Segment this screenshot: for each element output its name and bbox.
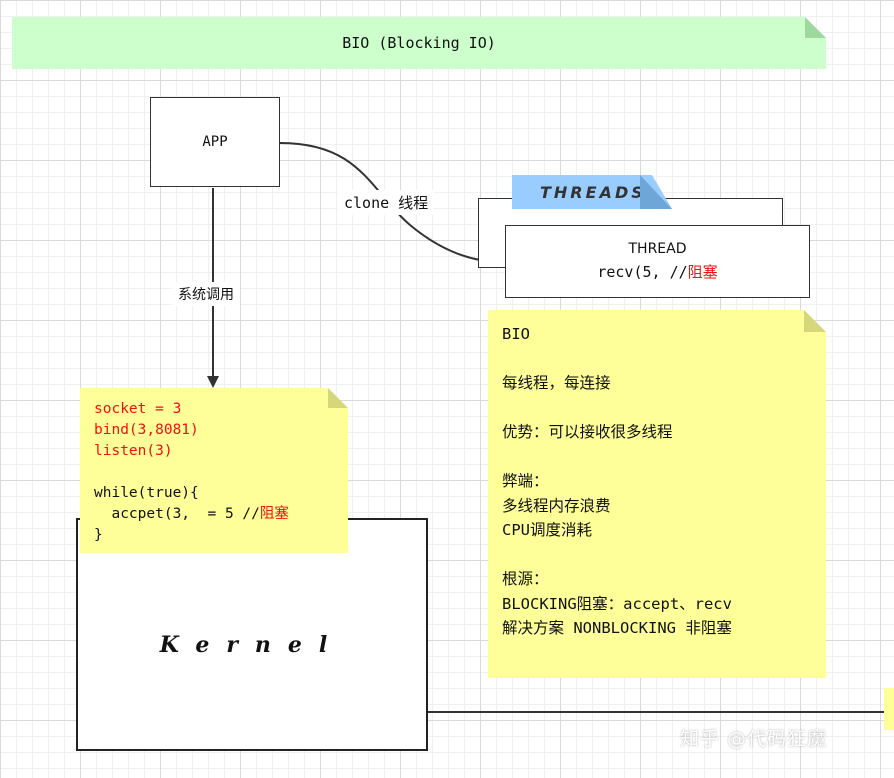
bio-line-root-title: 根源： (502, 570, 549, 588)
offscreen-note-edge (884, 688, 894, 730)
diagram-title: BIO (Blocking IO) (12, 17, 826, 69)
thread-code-text: recv(5, // (597, 263, 688, 281)
bio-line-blank: ​ (502, 347, 812, 372)
code-line-accept-text: accpet(3, = 5 // (94, 506, 260, 522)
thread-title: THREAD (628, 241, 687, 257)
clone-arrow (279, 142, 504, 268)
kernel-label: Kernel (159, 631, 345, 658)
thread-box[interactable]: THREAD recv(5, //阻塞 (505, 225, 810, 298)
bio-line-drawback-title: 弊端： (502, 472, 549, 490)
app-box[interactable]: APP (150, 97, 280, 187)
code-note: socket = 3 bind(3,8081) listen(3) ​ while(tr… (80, 388, 348, 553)
bio-line-blank: ​ (502, 396, 812, 421)
code-line-while: while(true){ (94, 485, 199, 501)
bio-line-blank: ​ (502, 445, 812, 470)
code-line-accept: accpet(3, = 5 //阻塞 (94, 504, 334, 525)
bio-line-drawback-cpu: CPU调度消耗 (502, 521, 592, 539)
code-line-bind: bind(3,8081) (94, 422, 199, 438)
thread-code-blocking: 阻塞 (687, 263, 718, 281)
code-line-blank: ​ (94, 462, 334, 483)
code-line-accept-blocking: 阻塞 (259, 506, 289, 522)
bio-line-root-cause: BLOCKING阻塞：accept、recv (502, 594, 732, 613)
bio-note: BIO ​ 每线程，每连接 ​ 优势：可以接收很多线程 ​ 弊端： 多线程内存浪费 CPU调度消… (488, 310, 826, 678)
bio-line-solution: 解决方案 NONBLOCKING 非阻塞 (502, 619, 732, 637)
bio-line-title: BIO (502, 325, 530, 343)
thread-code: recv(5, //阻塞 (597, 261, 717, 282)
bio-line-advantage: 优势：可以接收很多线程 (502, 423, 673, 441)
app-label: APP (202, 134, 228, 150)
clone-label: clone 线程 (338, 190, 435, 215)
code-line-socket: socket = 3 (94, 401, 182, 417)
bio-line-blank: ​ (502, 543, 812, 568)
bio-line-drawback-memory: 多线程内存浪费 (502, 496, 611, 515)
code-line-close: } (94, 527, 103, 543)
code-line-listen: listen(3) (94, 443, 173, 459)
watermark: 知乎 @代码狂魔 (680, 728, 828, 750)
diagram-title-text: BIO (Blocking IO) (342, 34, 496, 52)
threads-tab-label: THREADS (540, 182, 646, 202)
bio-line-model: 每线程，每连接 (502, 374, 611, 392)
syscall-label: 系统调用 (172, 282, 240, 306)
